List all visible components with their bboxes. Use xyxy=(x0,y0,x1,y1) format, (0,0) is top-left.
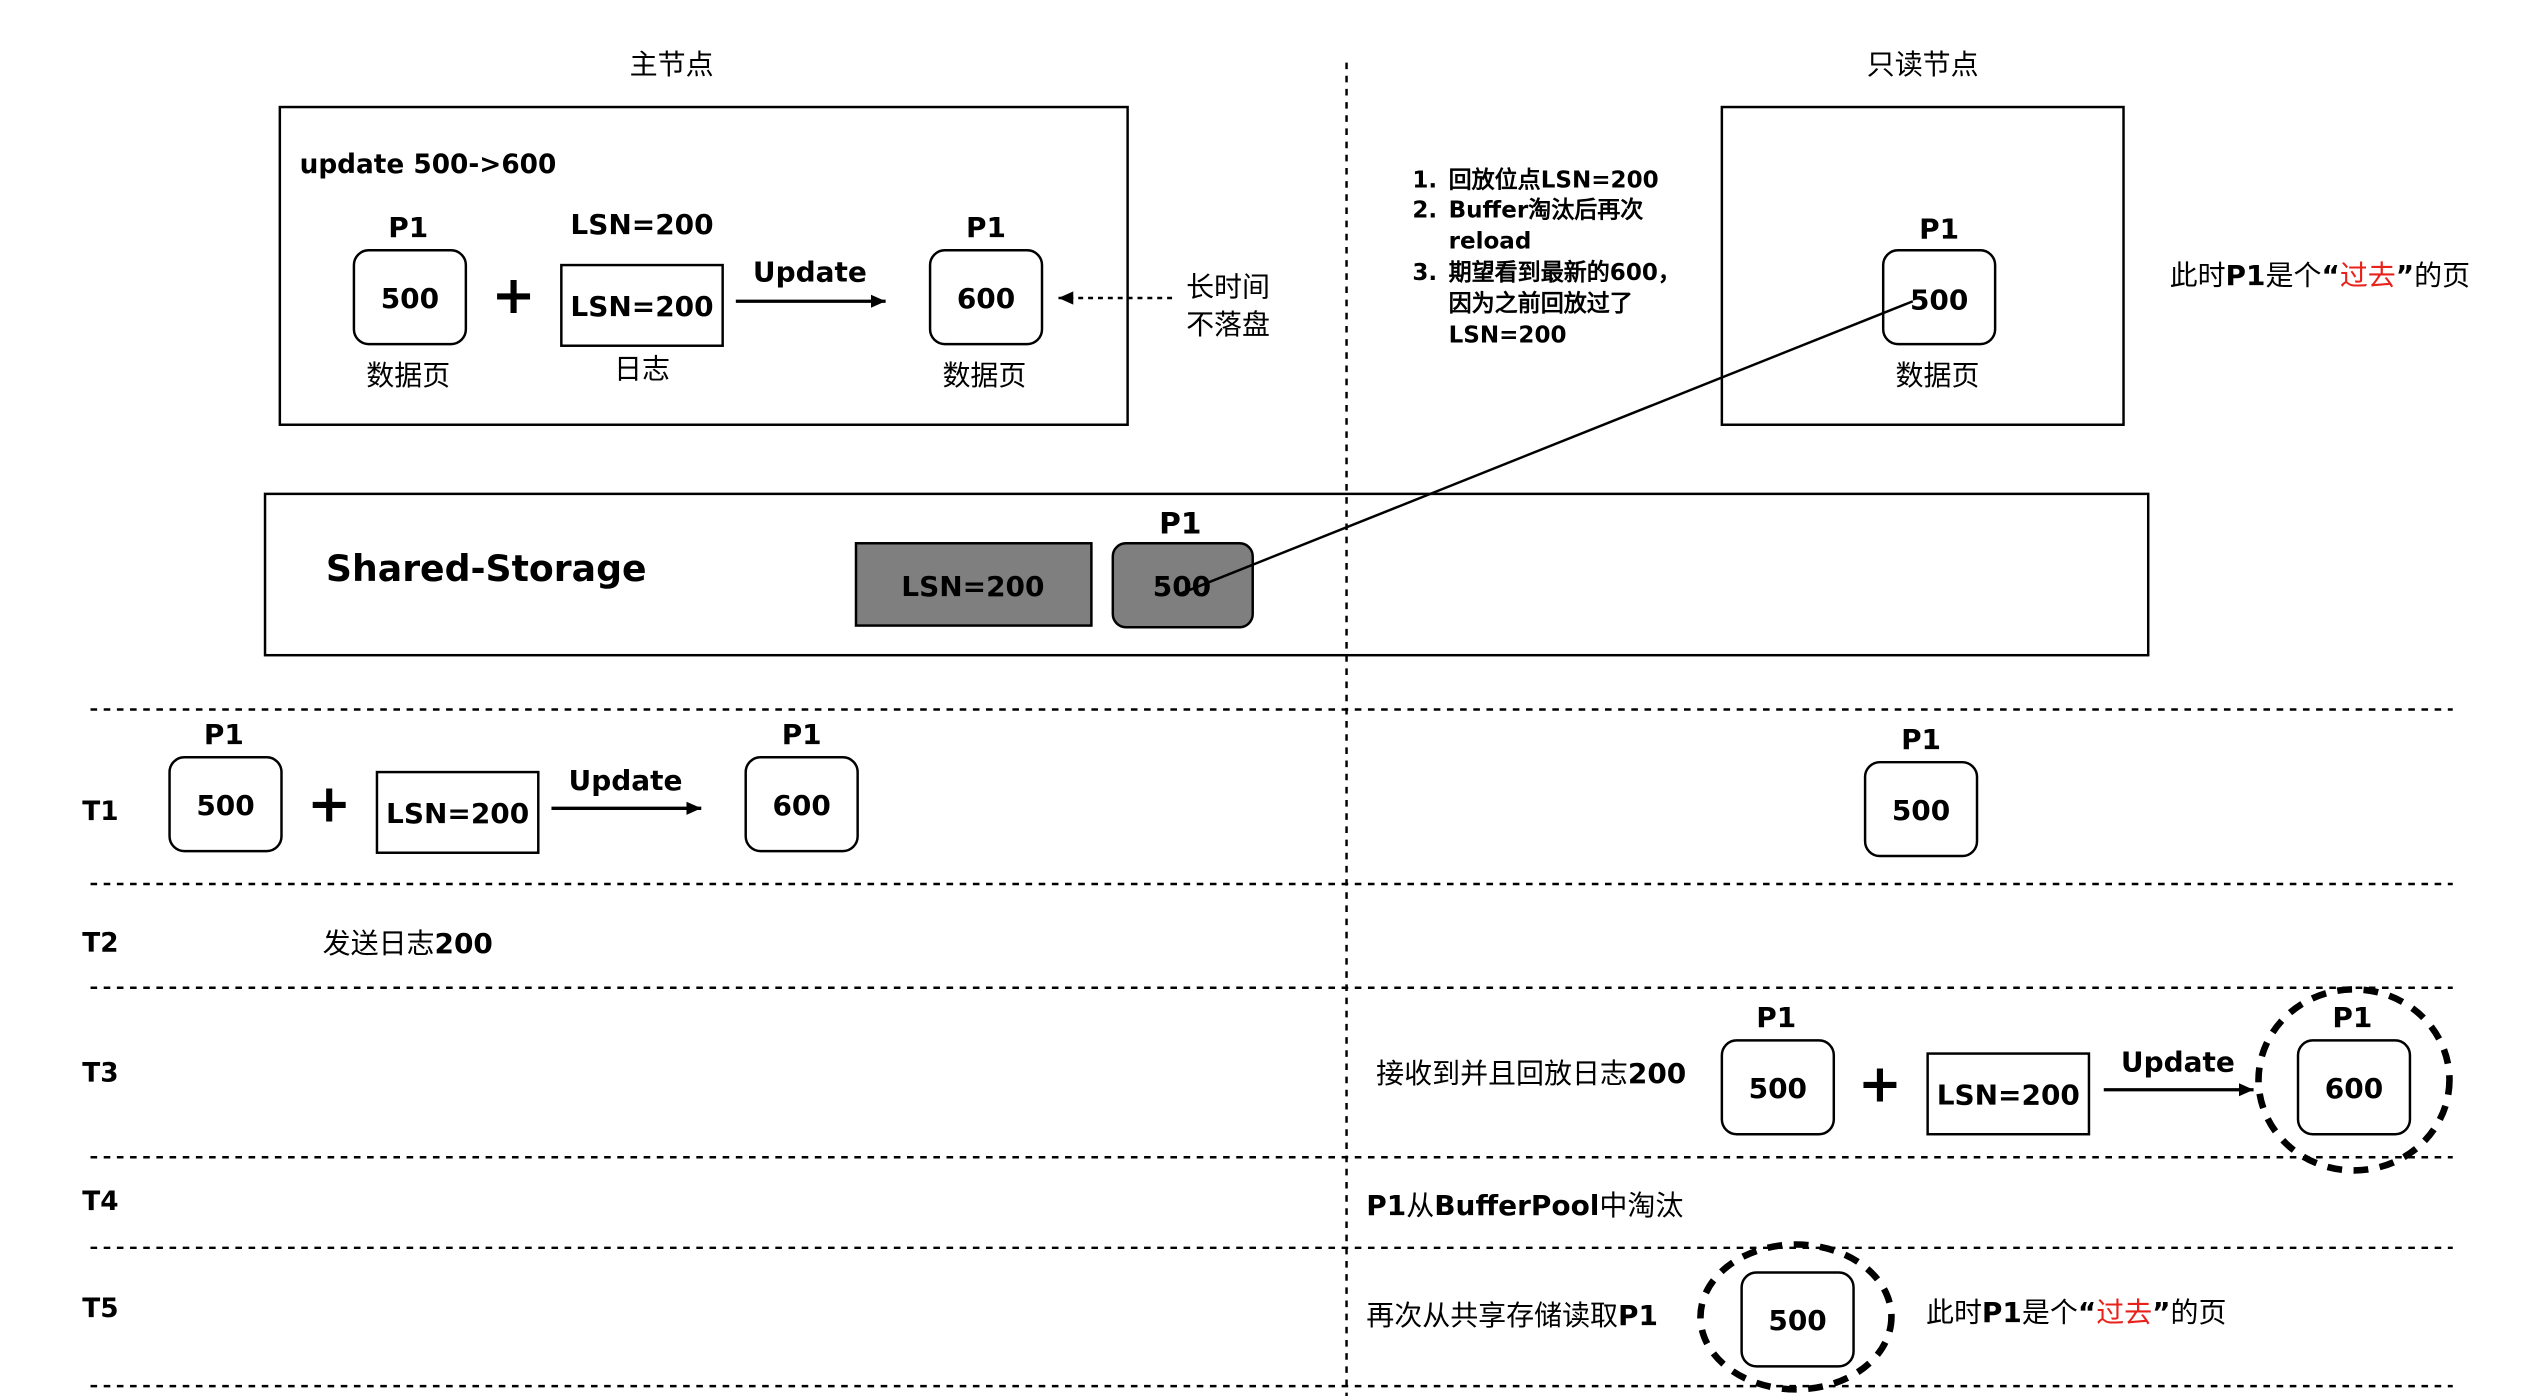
data-page-card xyxy=(352,249,468,346)
update-title: update 500->600 xyxy=(300,150,557,180)
storage-page-block xyxy=(1111,542,1254,629)
log-record-card xyxy=(1926,1052,2091,1136)
update-arrow-label: Update xyxy=(2121,1046,2235,1079)
note-number: 1. xyxy=(1412,168,1437,194)
note-text: 回放位点LSN=200 xyxy=(1449,167,1659,194)
storage-log-block xyxy=(854,542,1093,627)
page-value: 600 xyxy=(957,282,1015,315)
data-page-card xyxy=(1863,760,1979,858)
data-page-card xyxy=(928,249,1044,346)
log-record-card xyxy=(560,263,724,347)
note-text: LSN=200 xyxy=(1449,322,1567,348)
t1-readonly-page: P1 500 xyxy=(1863,723,1979,858)
timeline-label-t3: T3 xyxy=(82,1059,118,1089)
timeline-separators xyxy=(90,708,2453,1388)
update-arrow-label: Update xyxy=(569,764,683,797)
t1-primary-update: P1 500 + LSN=200 Update P1 600 xyxy=(168,718,859,854)
page-value: 500 xyxy=(1749,1072,1807,1105)
data-page-card xyxy=(1881,249,1997,346)
timeline-label-t1: T1 xyxy=(82,797,118,827)
plus-sign: + xyxy=(1858,1053,1902,1114)
log-caption: 日志 xyxy=(614,353,670,386)
timeline-label-t5: T5 xyxy=(82,1294,118,1324)
note-text: reload xyxy=(1449,229,1532,255)
data-page-caption: 数据页 xyxy=(1896,359,1980,392)
log-label: LSN=200 xyxy=(570,208,713,241)
timeline-label-t2: T2 xyxy=(82,929,118,959)
readonly-node-box: P1 500 数据页 xyxy=(1720,105,2125,426)
not-flushed-note-line2: 不落盘 xyxy=(1186,308,1270,341)
data-page-caption: 数据页 xyxy=(366,359,450,392)
data-page-caption: 数据页 xyxy=(942,359,1026,392)
shared-storage-box: Shared-Storage LSN=200 P1 500 xyxy=(263,492,2150,657)
storage-page-label: P1 xyxy=(1159,505,1201,540)
page-value: 600 xyxy=(772,789,830,822)
t2-send-log-text: 发送日志200 xyxy=(323,927,493,960)
page-value: 500 xyxy=(1892,794,1950,827)
note-text: 期望看到最新的600， xyxy=(1449,259,1681,286)
page-value: 500 xyxy=(196,789,254,822)
plus-sign: + xyxy=(307,773,351,834)
t3-replay-text: 接收到并且回放日志200 xyxy=(1376,1057,1686,1090)
page-label: P1 xyxy=(1901,723,1941,756)
note-number: 3. xyxy=(1412,260,1437,286)
data-page-card xyxy=(1740,1271,1855,1368)
highlight-dashed-circle xyxy=(2255,986,2453,1174)
log-value: LSN=200 xyxy=(570,290,713,323)
log-value: LSN=200 xyxy=(1937,1079,2080,1112)
primary-node-box: update 500->600 P1 500 数据页 + LSN=200 LSN… xyxy=(278,105,1129,426)
data-page-card xyxy=(1720,1039,1836,1136)
update-arrow-label: Update xyxy=(753,256,867,289)
page-label: P1 xyxy=(1756,1001,1796,1034)
page-label: P1 xyxy=(782,718,822,751)
t3-readonly-replay: P1 500 + LSN=200 Update P1 600 xyxy=(1720,986,2453,1174)
storage-log-value: LSN=200 xyxy=(901,570,1044,603)
t5-stale-page: 500 xyxy=(1697,1241,1895,1393)
data-page-card xyxy=(168,756,283,853)
t5-past-page-note: 此时P1是个“过去”的页 xyxy=(1926,1296,2227,1329)
plus-sign: + xyxy=(492,265,536,326)
page-value: 600 xyxy=(2325,1072,2383,1105)
timeline-label-t4: T4 xyxy=(82,1187,118,1217)
highlight-dashed-circle xyxy=(1697,1241,1895,1393)
past-page-note: 此时P1是个“过去”的页 xyxy=(2170,259,2471,292)
log-value: LSN=200 xyxy=(386,797,529,830)
storage-to-readonly-connector xyxy=(1178,300,1914,596)
page-label: P1 xyxy=(1919,213,1959,246)
data-page-card xyxy=(2296,1039,2412,1136)
primary-node-header: 主节点 xyxy=(630,48,714,81)
note-text: Buffer淘汰后再次 xyxy=(1449,196,1644,223)
page-value: 500 xyxy=(1768,1304,1826,1337)
page-value: 500 xyxy=(1910,284,1968,317)
t4-evict-text: P1从BufferPool中淘汰 xyxy=(1366,1189,1683,1222)
data-page-card xyxy=(744,756,859,853)
page-value: 500 xyxy=(381,282,439,315)
log-record-card xyxy=(375,770,540,854)
page-label: P1 xyxy=(966,211,1006,244)
storage-page-value: 500 xyxy=(1153,570,1211,603)
replay-notes: 1. 回放位点LSN=200 2. Buffer淘汰后再次 reload 3. … xyxy=(1412,167,1681,349)
note-number: 2. xyxy=(1412,197,1437,223)
page-label: P1 xyxy=(388,211,428,244)
not-flushed-note-line1: 长时间 xyxy=(1186,270,1270,303)
page-label: P1 xyxy=(204,718,244,751)
shared-storage-title: Shared-Storage xyxy=(326,547,647,590)
page-label: P1 xyxy=(2332,1001,2372,1034)
readonly-node-header: 只读节点 xyxy=(1867,48,1979,81)
t5-reread-text: 再次从共享存储读取P1 xyxy=(1366,1299,1658,1332)
note-text: 因为之前回放过了 xyxy=(1449,290,1633,317)
